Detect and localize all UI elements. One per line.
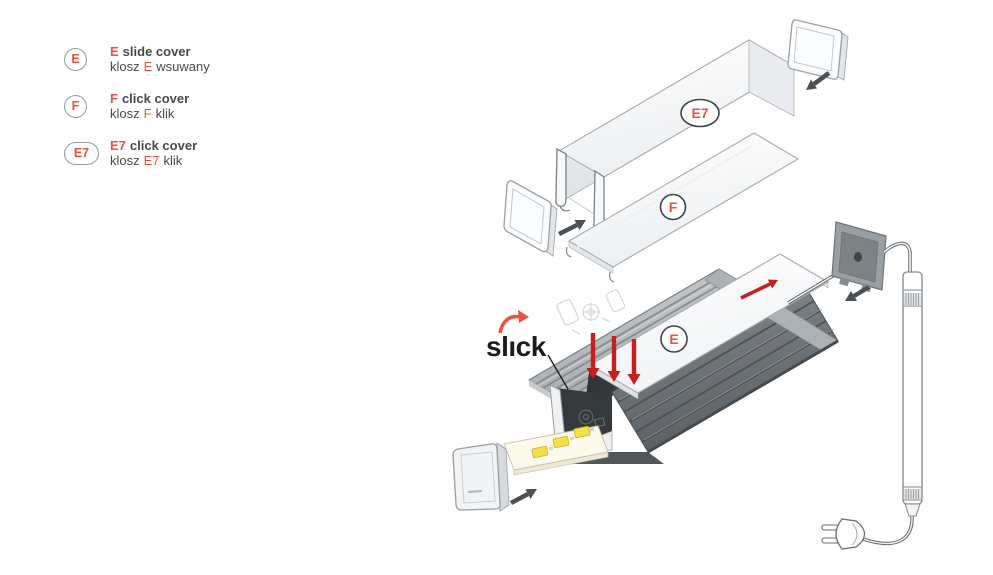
legend-badge-f: F xyxy=(64,94,87,118)
e-cover-badge: E xyxy=(660,325,688,353)
led-chips xyxy=(531,426,591,458)
insert-arrow-icon-bottom-left xyxy=(509,489,537,505)
e7-end-cap-left xyxy=(503,180,558,257)
led-strip-contacts xyxy=(548,427,595,451)
internal-fixing-ghost xyxy=(578,409,606,428)
e7-cover-badge: E7 xyxy=(680,98,720,128)
power-plug xyxy=(821,518,866,550)
e-cover: E xyxy=(588,253,830,400)
psu-wire-curve xyxy=(882,241,912,274)
e7-end-cap-right xyxy=(787,19,849,81)
cable-end-cap xyxy=(831,221,887,293)
e7-cover: E7 xyxy=(555,39,795,236)
brand-swoosh-icon xyxy=(498,310,529,334)
brand-pointer-line xyxy=(547,354,569,390)
legend-badge-e: E xyxy=(64,47,87,71)
insert-arrow-icon-top-right xyxy=(806,71,831,90)
press-arrows-icon xyxy=(586,333,641,385)
f-cover-badge: F xyxy=(659,193,687,221)
power-supply-tube xyxy=(902,271,923,517)
svg-text:F: F xyxy=(669,199,678,215)
f-cover: F xyxy=(565,132,800,283)
brand-logo: slıck xyxy=(486,310,569,390)
insert-arrow-icon-cable-cap xyxy=(845,285,871,301)
brand-wordmark: slıck xyxy=(486,331,547,362)
legend-badge-e7: E7 xyxy=(64,141,99,165)
led-strip xyxy=(503,425,609,476)
slide-arrow-icon xyxy=(740,279,778,300)
insert-arrow-icon-left xyxy=(557,220,586,237)
svg-text:E: E xyxy=(669,331,678,347)
svg-text:E7: E7 xyxy=(691,105,708,121)
profile-end-cap-left xyxy=(452,442,510,512)
mounting-clips-ghost xyxy=(556,289,626,335)
